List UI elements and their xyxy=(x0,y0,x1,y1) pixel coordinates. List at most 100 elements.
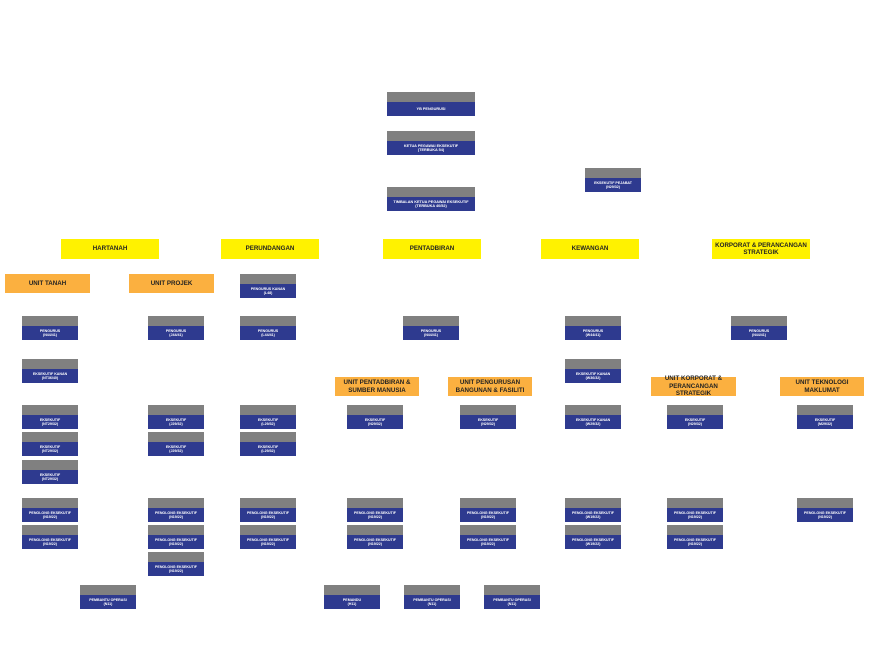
box-header xyxy=(667,498,723,508)
box-title: PENOLONG EKSEKUTIF xyxy=(155,564,197,569)
box-title: PENOLONG EKSEKUTIF xyxy=(467,537,509,542)
box-grade: (N29/32) xyxy=(481,422,495,427)
org-box-kewangan-pe-2: PENOLONG EKSEKUTIF(W19/22) xyxy=(565,525,621,549)
org-box-projek-pengurus: PENGURUS(J44/41) xyxy=(148,316,204,340)
unit-tanah: UNIT TANAH xyxy=(5,274,90,293)
box-title: EKSEKUTIF xyxy=(257,444,279,449)
box-header xyxy=(240,498,296,508)
org-box-psm-pe-2: PENOLONG EKSEKUTIF(N19/22) xyxy=(347,525,403,549)
box-grade: (H11) xyxy=(347,602,357,607)
box-header xyxy=(148,432,204,442)
org-box-pemandu: PEMANDU(H11) xyxy=(324,585,380,609)
box-grade: (L29/32) xyxy=(261,422,275,427)
box-header xyxy=(22,460,78,470)
org-box-tanah-pengurus: PENGURUS(N44/41) xyxy=(22,316,78,340)
box-title: PENGURUS xyxy=(748,328,770,333)
box-grade: (N11) xyxy=(507,602,517,607)
org-box-kps-pe-1: PENOLONG EKSEKUTIF(N19/22) xyxy=(667,498,723,522)
box-header xyxy=(148,552,204,562)
unit-pentadbiran-sumber-manusia: UNIT PENTADBIRAN & SUMBER MANUSIA xyxy=(335,377,419,396)
box-header xyxy=(240,274,296,284)
box-title: PEMBANTU OPERASI xyxy=(493,597,531,602)
org-box-ketua-pegawai-eksekutif: KETUA PEGAWAI EKSEKUTIF(TERBUKA 54) xyxy=(387,131,475,155)
org-box-psm-pe-1: PENOLONG EKSEKUTIF(N19/22) xyxy=(347,498,403,522)
box-grade: (N19/22) xyxy=(481,515,495,520)
box-header xyxy=(22,316,78,326)
box-grade: (N19/22) xyxy=(169,515,183,520)
box-grade: (J44/41) xyxy=(169,333,183,338)
org-box-projek-eks-1: EKSEKUTIF(J29/32) xyxy=(148,405,204,429)
box-title: PENOLONG EKSEKUTIF xyxy=(354,510,396,515)
box-title: PENOLONG EKSEKUTIF xyxy=(155,510,197,515)
box-header xyxy=(565,316,621,326)
box-grade: (NT36/40) xyxy=(41,376,59,381)
org-box-pbf-eks: EKSEKUTIF(N29/32) xyxy=(460,405,516,429)
box-header xyxy=(403,316,459,326)
box-header xyxy=(148,498,204,508)
unit-projek: UNIT PROJEK xyxy=(129,274,214,293)
department-korporat: KORPORAT & PERANCANGAN STRATEGIK xyxy=(712,239,810,259)
box-header xyxy=(22,405,78,415)
box-header xyxy=(731,316,787,326)
org-box-kewangan-pe-1: PENOLONG EKSEKUTIF(W19/22) xyxy=(565,498,621,522)
org-box-tanah-pe-1: PENOLONG EKSEKUTIF(N19/22) xyxy=(22,498,78,522)
box-header xyxy=(585,168,641,178)
box-title: PENOLONG EKSEKUTIF xyxy=(29,510,71,515)
org-box-projek-pe-2: PENOLONG EKSEKUTIF(N19/22) xyxy=(148,525,204,549)
box-header xyxy=(667,405,723,415)
org-box-perundangan-eks-1: EKSEKUTIF(L29/32) xyxy=(240,405,296,429)
org-box-pbf-po: PEMBANTU OPERASI(N11) xyxy=(484,585,540,609)
box-title: PENGURUS xyxy=(165,328,187,333)
box-title: PENOLONG EKSEKUTIF xyxy=(804,510,846,515)
org-box-projek-eks-2: EKSEKUTIF(J29/32) xyxy=(148,432,204,456)
unit-pengurusan-bangunan: UNIT PENGURUSAN BANGUNAN & FASILITI xyxy=(448,377,532,396)
department-hartanah: HARTANAH xyxy=(61,239,159,259)
box-grade: (N19/22) xyxy=(43,515,57,520)
box-header xyxy=(387,92,475,102)
box-grade: (W44/41) xyxy=(585,333,601,338)
box-grade: (L29/32) xyxy=(261,449,275,454)
box-header xyxy=(565,359,621,369)
box-header xyxy=(240,525,296,535)
box-title: PENOLONG EKSEKUTIF xyxy=(155,537,197,542)
org-box-kps-eks: EKSEKUTIF(N29/32) xyxy=(667,405,723,429)
box-grade: (N19/22) xyxy=(688,542,702,547)
box-header xyxy=(148,525,204,535)
box-title: PENOLONG EKSEKUTIF xyxy=(29,537,71,542)
box-header xyxy=(565,498,621,508)
box-title: PENOLONG EKSEKUTIF xyxy=(354,537,396,542)
org-box-kewangan-eks-kanan-2: EKSEKUTIF KANAN(W29/32) xyxy=(565,405,621,429)
org-box-kewangan-pengurus: PENGURUS(W44/41) xyxy=(565,316,621,340)
box-title: YB PENGURUSI xyxy=(416,106,446,111)
org-box-perundangan-pe-2: PENOLONG EKSEKUTIF(N19/22) xyxy=(240,525,296,549)
box-title: EKSEKUTIF xyxy=(39,444,61,449)
box-header xyxy=(460,405,516,415)
box-grade: (N19/22) xyxy=(818,515,832,520)
org-box-projek-pe-3: PENOLONG EKSEKUTIF(N19/22) xyxy=(148,552,204,576)
org-box-perundangan-eks-2: EKSEKUTIF(L29/32) xyxy=(240,432,296,456)
box-title: EKSEKUTIF PEJABAT xyxy=(594,180,632,185)
box-grade: (W36/32) xyxy=(585,376,601,381)
box-grade: (TERBUKA 54) xyxy=(417,148,445,153)
department-pentadbiran: PENTADBIRAN xyxy=(383,239,481,259)
box-grade: (N19/22) xyxy=(368,542,382,547)
box-grade: (N19/22) xyxy=(169,569,183,574)
org-box-perundangan-pe-1: PENOLONG EKSEKUTIF(N19/22) xyxy=(240,498,296,522)
box-header xyxy=(22,432,78,442)
box-grade: (N29/32) xyxy=(606,185,620,190)
box-title: KETUA PEGAWAI EKSEKUTIF xyxy=(403,143,459,148)
box-grade: (N19/22) xyxy=(368,515,382,520)
org-box-timbalan-ketua: TIMBALAN KETUA PEGAWAI EKSEKUTIF(TERBUKA… xyxy=(387,187,475,211)
box-grade: (N19/22) xyxy=(261,542,275,547)
box-header xyxy=(324,585,380,595)
box-header xyxy=(387,131,475,141)
box-header xyxy=(22,498,78,508)
box-title: EKSEKUTIF xyxy=(165,444,187,449)
box-title: PENGURUS KANAN xyxy=(250,286,286,291)
box-title: PENOLONG EKSEKUTIF xyxy=(247,510,289,515)
department-kewangan: KEWANGAN xyxy=(541,239,639,259)
box-header xyxy=(22,525,78,535)
box-title: EKSEKUTIF xyxy=(39,472,61,477)
box-header xyxy=(565,405,621,415)
box-header xyxy=(347,525,403,535)
